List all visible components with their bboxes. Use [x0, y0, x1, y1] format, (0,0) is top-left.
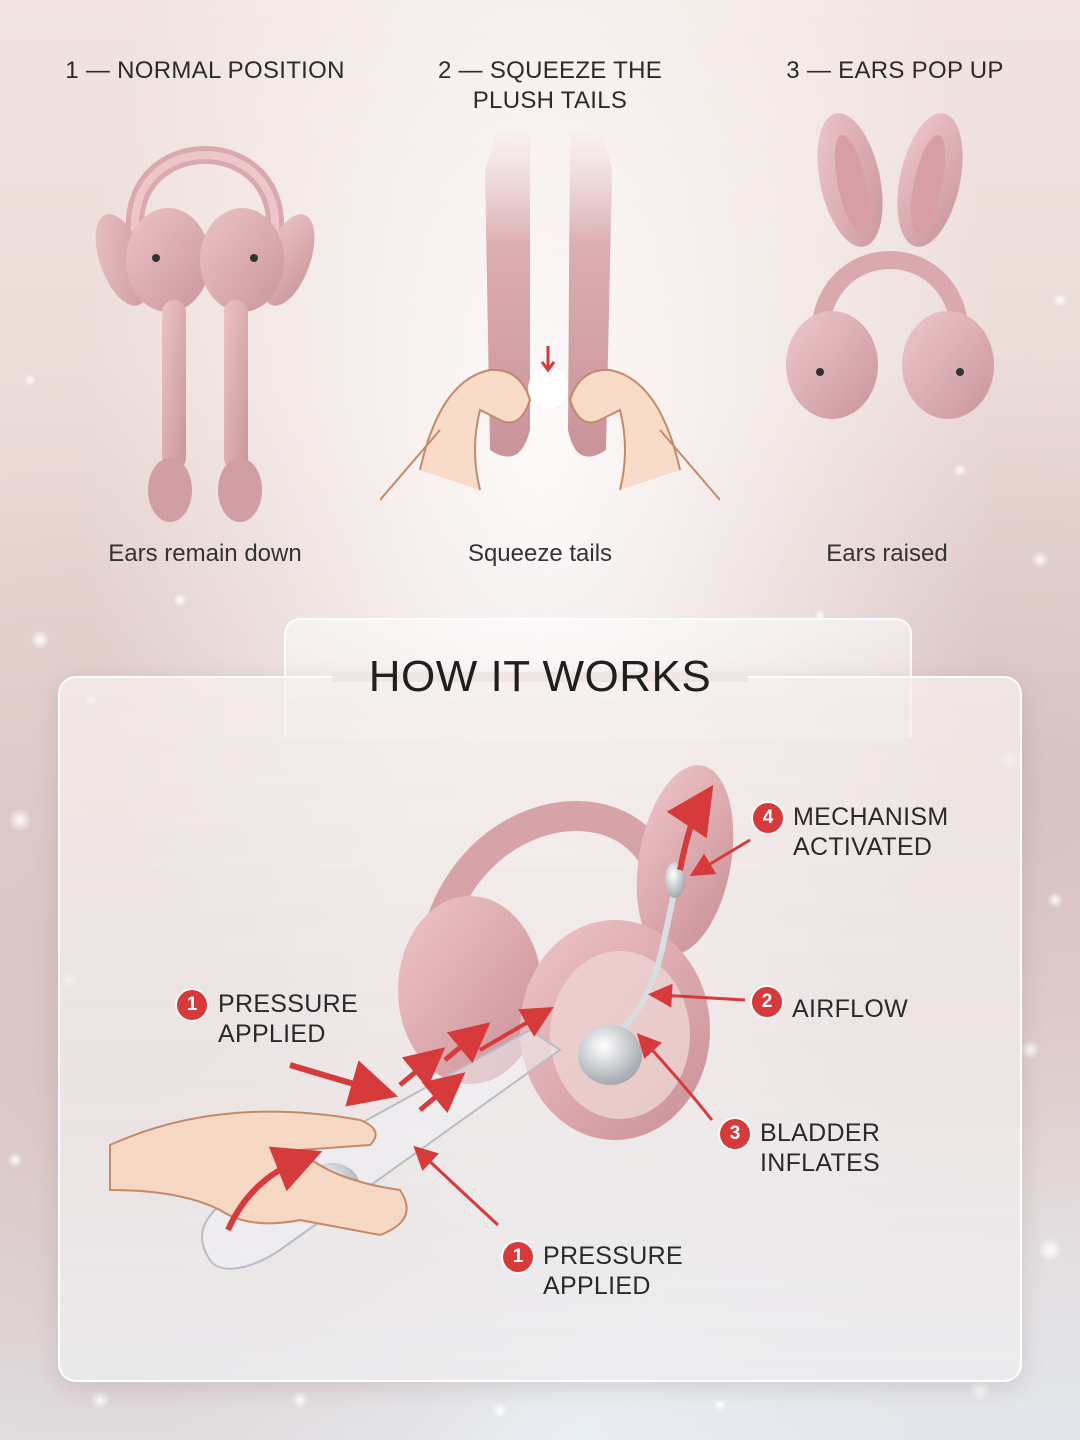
hands-squeezing-tails-illustration [380, 130, 720, 501]
callout-badge: 2 [752, 987, 782, 1017]
mechanism-cutaway-illustration [109, 765, 751, 1270]
snow-sparkle [953, 463, 967, 477]
callout-label: PRESSURE APPLIED [543, 1242, 683, 1300]
snow-sparkle [291, 1391, 309, 1409]
snow-sparkle [492, 1402, 508, 1418]
callout-badge: 4 [753, 803, 783, 833]
step-1-title: 1 — NORMAL POSITION [65, 57, 345, 84]
callout-label: PRESSURE APPLIED [218, 990, 358, 1048]
step-1-caption: Ears remain down [108, 540, 302, 567]
snow-sparkle [1047, 892, 1063, 908]
how-it-works-heading: HOW IT WORKS [368, 652, 712, 701]
snow-sparkle [969, 1379, 991, 1401]
step-3-caption: Ears raised [826, 540, 948, 567]
snow-sparkle [1031, 551, 1049, 569]
callout-badge: 3 [720, 1119, 750, 1149]
snow-sparkle [91, 1391, 109, 1409]
callout-badge: 1 [177, 990, 207, 1020]
callout-label: MECHANISM ACTIVATED [793, 803, 949, 861]
snow-sparkle [8, 808, 32, 832]
step-2-caption: Squeeze tails [467, 540, 613, 567]
snow-sparkle [7, 1152, 23, 1168]
callout-label: AIRFLOW [792, 995, 908, 1023]
step-2-title: 2 — SQUEEZE THE PLUSH TAILS [437, 57, 663, 114]
heading-divider-gap [332, 672, 748, 682]
earmuff-ears-up-illustration [786, 113, 994, 419]
snow-sparkle [173, 593, 187, 607]
snow-sparkle [1038, 1238, 1062, 1262]
snow-sparkle [1020, 1040, 1040, 1060]
callout-badge: 1 [503, 1242, 533, 1272]
snow-sparkle [713, 1398, 727, 1412]
snow-sparkle [24, 374, 36, 386]
callout-label: BLADDER INFLATES [760, 1119, 881, 1177]
step-3-title: 3 — EARS POP UP [786, 57, 1004, 84]
earmuff-ears-down-illustration [95, 146, 315, 522]
snow-sparkle [1053, 293, 1067, 307]
snow-sparkle [30, 630, 50, 650]
